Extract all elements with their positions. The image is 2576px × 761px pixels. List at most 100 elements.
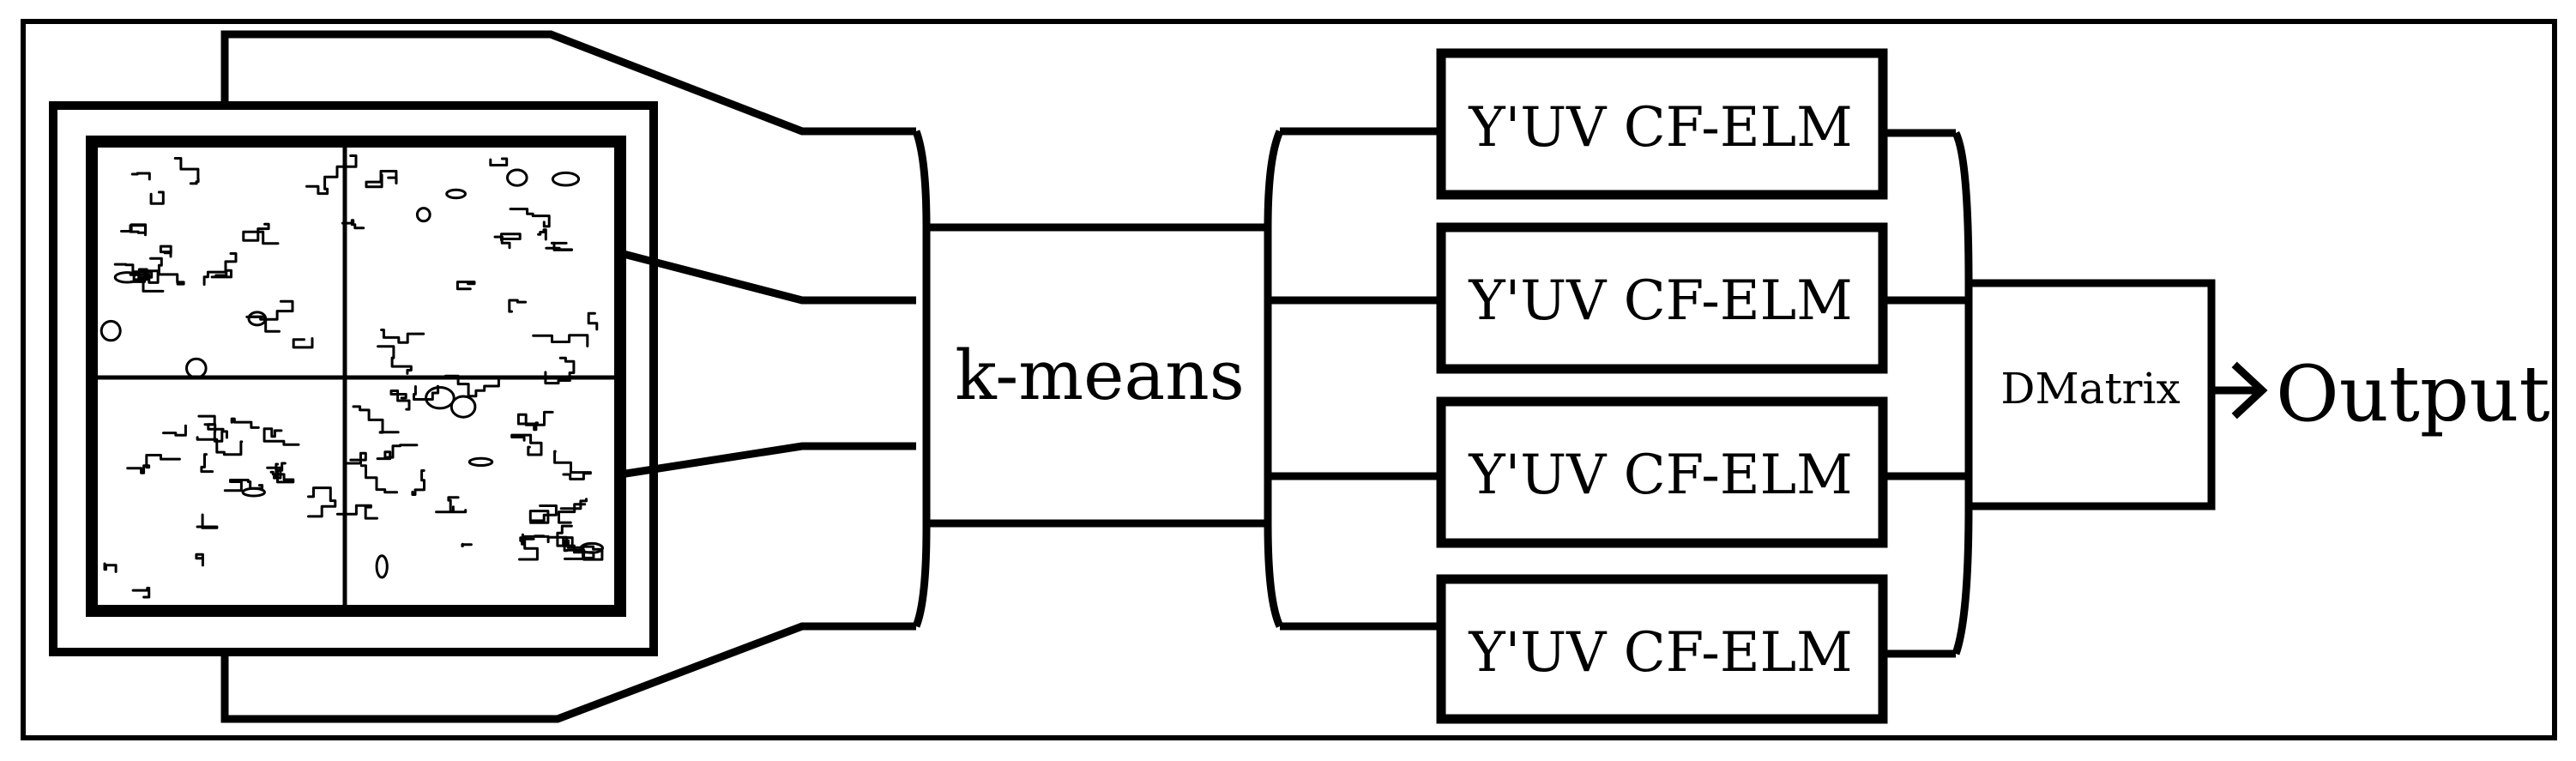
elm-block-2-label: Y'UV CF-ELM <box>1468 269 1852 333</box>
edge-stroke <box>455 281 476 291</box>
edge-stroke <box>532 334 589 347</box>
edge-stroke <box>493 233 522 250</box>
edge-stroke <box>435 509 468 514</box>
edge-stroke <box>547 535 574 553</box>
edge-stroke <box>352 405 400 434</box>
edge-stroke <box>447 496 460 513</box>
edge-stroke <box>389 390 411 411</box>
edge-stroke <box>196 513 219 529</box>
edge-stroke <box>159 245 172 258</box>
elm-block-3-label: Y'UV CF-ELM <box>1468 444 1852 507</box>
elm-block-2-box <box>1436 222 1888 374</box>
edge-stroke <box>587 311 599 331</box>
dmatrix-block: DMatrix <box>1964 279 2216 510</box>
elm-block-2: Y'UV CF-ELM <box>1436 222 1888 374</box>
elm-block-1-box <box>1436 48 1888 200</box>
image-outer-frame <box>49 101 658 656</box>
edge-blob <box>425 386 455 410</box>
elm-block-1-label: Y'UV CF-ELM <box>1468 96 1852 160</box>
edge-map-texture <box>100 154 604 599</box>
edge-stroke <box>559 498 588 510</box>
edge-stroke <box>380 329 425 344</box>
edge-blob <box>468 456 494 468</box>
elm-block-3-box <box>1436 396 1888 548</box>
edge-stroke <box>461 542 473 547</box>
output-label: Output <box>2276 349 2550 439</box>
edge-stroke <box>377 345 413 375</box>
elm-block-1: Y'UV CF-ELM <box>1436 48 1888 200</box>
edge-stroke <box>516 410 554 432</box>
edge-stroke <box>537 228 547 241</box>
edge-stroke <box>223 479 264 492</box>
edge-blob <box>445 188 467 200</box>
edge-stroke <box>489 157 509 166</box>
edge-stroke <box>509 208 551 228</box>
kmeans-label: k-means <box>955 335 1245 415</box>
edge-stroke <box>130 172 151 181</box>
edge-stroke <box>508 299 528 313</box>
edge-blob <box>241 486 266 498</box>
fanout-connectors <box>1264 127 1437 631</box>
elm-block-4: Y'UV CF-ELM <box>1436 574 1888 724</box>
elm-block-4-label: Y'UV CF-ELM <box>1468 621 1852 685</box>
split-connector-bottom <box>220 622 916 723</box>
edge-stroke <box>307 486 337 518</box>
edge-stroke <box>262 427 300 446</box>
edge-stroke <box>528 504 558 524</box>
edge-stroke <box>162 424 187 437</box>
dmatrix-label: DMatrix <box>2000 364 2180 414</box>
edge-stroke <box>149 257 185 286</box>
edge-stroke <box>126 454 181 474</box>
elm-block-4-box <box>1436 574 1888 724</box>
edge-stroke <box>113 263 160 284</box>
edge-stroke <box>210 269 232 279</box>
edge-stroke <box>196 436 244 456</box>
fanout-bracket <box>1264 130 1284 628</box>
edge-stroke <box>242 222 280 245</box>
split-connector-top <box>220 30 916 136</box>
edge-blob <box>247 311 268 327</box>
fanin-connectors <box>1883 129 1973 658</box>
edge-blob <box>551 171 581 187</box>
output-arrow-head <box>2231 361 2268 420</box>
edge-stroke <box>120 223 148 237</box>
edge-stroke <box>553 450 592 480</box>
edge-stroke <box>266 462 282 480</box>
edge-stroke <box>518 535 550 561</box>
edge-blob <box>100 319 122 342</box>
kmeans-block <box>926 223 1268 528</box>
split-connector-lower-mid <box>619 442 916 479</box>
edge-stroke <box>149 190 165 205</box>
edge-stroke <box>411 469 425 496</box>
kmeans-input-bracket <box>912 130 931 628</box>
edge-stroke <box>510 433 543 456</box>
edge-blob <box>579 541 604 554</box>
edge-stroke <box>131 586 151 599</box>
edge-stroke <box>359 464 399 494</box>
edge-stroke <box>564 545 604 561</box>
edge-blob <box>449 395 477 419</box>
edge-stroke <box>545 241 573 251</box>
dmatrix-box <box>1964 279 2216 510</box>
edge-blob <box>506 168 528 187</box>
edge-stroke <box>195 553 204 567</box>
edge-blob <box>113 271 141 284</box>
outer-frame <box>21 19 2557 740</box>
input-image-panel <box>49 101 658 656</box>
edge-stroke <box>376 444 419 461</box>
edge-stroke <box>269 462 295 484</box>
edge-stroke <box>203 423 228 443</box>
edge-stroke <box>335 504 378 520</box>
edge-stroke <box>365 170 398 189</box>
edge-stroke <box>173 157 200 185</box>
edge-stroke <box>230 417 260 429</box>
edge-stroke <box>200 453 214 474</box>
edge-stroke <box>344 451 367 465</box>
edge-blob <box>415 207 431 223</box>
split-connectors <box>220 30 931 723</box>
edge-stroke <box>519 533 535 546</box>
edge-stroke <box>103 562 118 573</box>
edge-stroke <box>558 503 587 524</box>
edge-stroke <box>341 219 365 230</box>
